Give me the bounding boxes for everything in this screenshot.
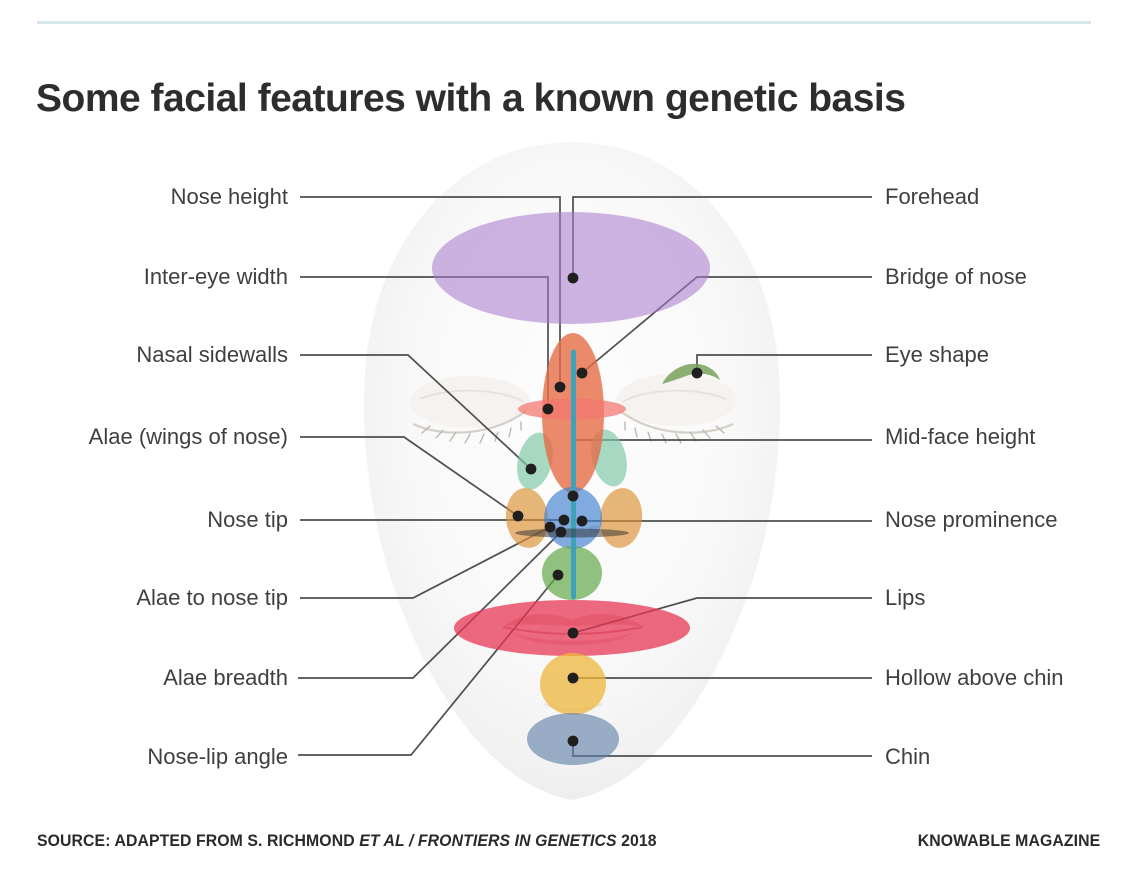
dot-nose-tip [558,514,570,526]
dot-hollow-above-chin [567,672,579,684]
dot-inter-eye-width [542,403,554,415]
dot-nose-height [554,381,566,393]
dot-chin [567,735,579,747]
region-nasal-sidewall-left [517,432,553,490]
label-alae-wings: Alae (wings of nose) [88,424,288,449]
right-eye-crease [621,389,727,403]
dot-eye-shape [691,367,703,379]
dot-nose-lip-angle [552,569,564,581]
publisher-credit: KNOWABLE MAGAZINE [917,831,1100,850]
right-eye-lid-line [619,410,734,434]
label-chin: Chin [885,744,931,769]
leader-alae-to-nose-tip [300,526,551,599]
label-bridge-of-nose: Bridge of nose [885,264,1027,289]
dot-bridge-of-nose [576,367,588,379]
label-alae-to-nose-tip: Alae to nose tip [136,585,288,610]
region-hollow-above-chin [540,653,606,715]
region-eye-shape [662,363,720,384]
label-mid-face-height: Mid-face height [885,424,1036,449]
label-inter-eye-width: Inter-eye width [143,264,288,289]
left-eye-crease [419,389,525,403]
label-nose-height: Nose height [170,184,288,209]
dot-nasal-sidewalls [525,463,537,475]
left-eye-lid-line [412,410,527,434]
dot-alae-wings [512,510,524,522]
leader-nasal-sidewalls [300,354,532,470]
label-alae-breadth: Alae breadth [163,665,288,690]
label-forehead: Forehead [885,184,980,209]
leader-alae-wings [300,436,519,517]
source-attribution: SOURCE: ADAPTED FROM S. RICHMOND ET AL /… [37,831,657,851]
dot-nose-prominence [576,515,588,527]
top-rule [37,21,1091,24]
dot-mid-face-height [567,490,579,502]
label-eye-shape: Eye shape [885,342,989,367]
page-title: Some facial features with a known geneti… [36,77,906,121]
label-nose-tip: Nose tip [207,507,288,532]
label-hollow-above-chin: Hollow above chin [885,665,1064,690]
left-eyelid [410,376,530,428]
dot-forehead [567,272,579,284]
right-eyelid [616,374,736,426]
source-suffix: 2018 [616,831,657,850]
label-lips: Lips [885,585,926,610]
marker-dots [512,272,703,747]
source-italic: ET AL / FRONTIERS IN GENETICS [359,831,617,850]
left-eye-lashes [421,421,522,444]
leader-alae-breadth [298,531,562,679]
region-forehead [432,212,710,324]
dot-alae-breadth [555,526,567,538]
source-prefix: SOURCE: ADAPTED FROM S. RICHMOND [37,831,360,850]
dot-alae-to-nose-tip [544,521,556,533]
source-row: SOURCE: ADAPTED FROM S. RICHMOND ET AL /… [0,831,1128,857]
label-nasal-sidewalls: Nasal sidewalls [136,342,288,367]
region-alae-breadth-band [515,528,629,538]
feature-regions [432,212,720,765]
label-nose-lip-angle: Nose-lip angle [147,744,288,769]
dot-lips [567,627,579,639]
label-nose-prominence: Nose prominence [885,507,1058,532]
